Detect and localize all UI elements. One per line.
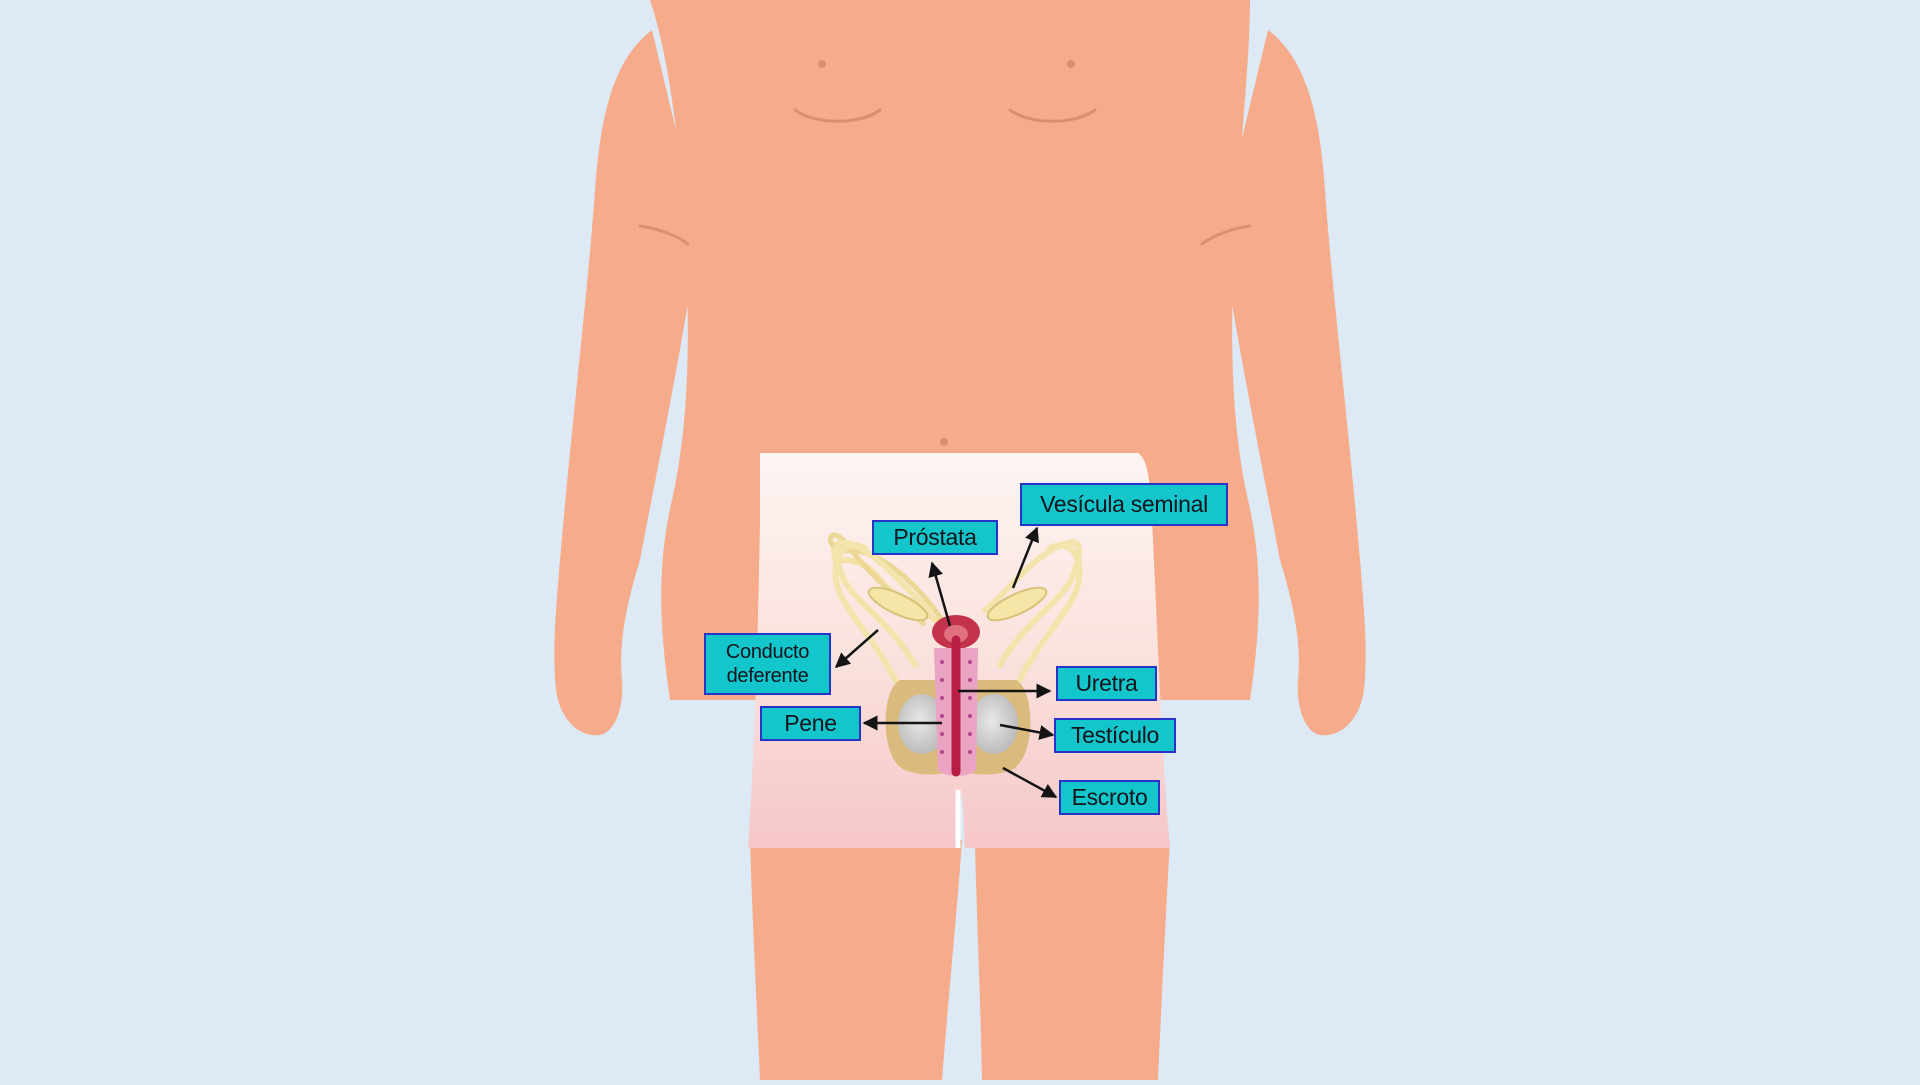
- label-pene: Pene: [760, 706, 861, 741]
- left-arm: [554, 30, 700, 736]
- leader-arrows: [834, 526, 1058, 799]
- label-prostata-text: Próstata: [893, 524, 977, 550]
- label-testiculo: Testículo: [1054, 718, 1176, 753]
- label-prostata: Próstata: [872, 520, 998, 555]
- left-vas-tube: [832, 542, 908, 703]
- right-seminal-vesicle: [986, 586, 1048, 622]
- navel: [940, 438, 948, 446]
- reproductive-anatomy: [827, 532, 1083, 777]
- left-vas-outer: [832, 539, 933, 668]
- right-elbow-line: [1200, 224, 1252, 246]
- arrow-vesicula: [1011, 526, 1039, 589]
- label-escroto: Escroto: [1059, 780, 1160, 815]
- left-leg: [750, 840, 962, 1080]
- right-chest-line: [1008, 108, 1097, 123]
- left-seminal-vesicle: [867, 586, 929, 622]
- label-conducto-line-2: deferente: [726, 665, 809, 687]
- right-nipple: [1067, 60, 1075, 68]
- left-nipple: [818, 60, 826, 68]
- arrow-testiculo: [999, 723, 1055, 740]
- arrow-conducto: [834, 629, 879, 668]
- label-uretra-text: Uretra: [1075, 670, 1138, 696]
- left-vas-loop: [827, 532, 945, 627]
- left-chest-line: [793, 108, 882, 123]
- label-conducto-line-1: Conducto: [725, 641, 810, 663]
- label-testiculo-text: Testículo: [1070, 722, 1160, 748]
- label-pene-text: Pene: [784, 710, 837, 736]
- arrow-escroto: [1002, 766, 1058, 799]
- right-arm: [1220, 30, 1366, 736]
- right-testicle: [970, 694, 1018, 754]
- label-vesicula-seminal: Vesícula seminal: [1020, 483, 1228, 526]
- label-conducto-deferente: Conducto deferente: [704, 633, 831, 695]
- penis-dots: [940, 660, 972, 754]
- arrow-prostata: [928, 561, 952, 627]
- prostate-inner: [944, 625, 968, 643]
- label-escroto-text: Escroto: [1071, 784, 1148, 810]
- label-uretra: Uretra: [1056, 666, 1157, 701]
- left-elbow-line: [638, 224, 690, 246]
- right-leg: [975, 840, 1170, 1080]
- right-vas-outer: [982, 539, 1083, 668]
- label-vesicula-seminal-text: Vesícula seminal: [1040, 491, 1208, 517]
- right-vas-tube: [1007, 542, 1083, 703]
